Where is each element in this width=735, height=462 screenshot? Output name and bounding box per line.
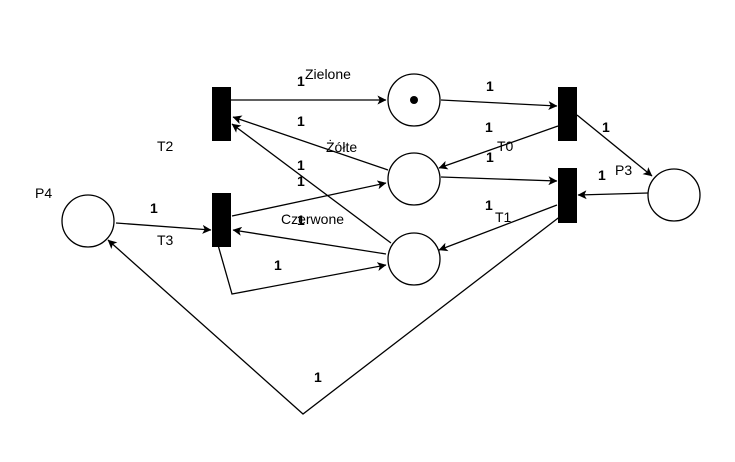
- arc-czerwone-t3: [232, 226, 387, 255]
- arc-p3-t1: [577, 190, 649, 200]
- label-t3: T3: [157, 232, 174, 248]
- weight-t3-zolte: 1: [297, 173, 305, 189]
- arc-t1-czerwone: [438, 204, 558, 252]
- label-t2: T2: [157, 138, 174, 154]
- arc-zielone-t0: [440, 99, 558, 111]
- label-t1: T1: [495, 209, 512, 225]
- arc-p4-t3: [115, 222, 212, 234]
- arc-czerwone-t2: [231, 123, 392, 244]
- place-zolte: [387, 152, 441, 206]
- arc-zolte-t2: [232, 115, 389, 171]
- weight-zolte-t1: 1: [486, 149, 494, 165]
- arc-t1-p4: [107, 211, 567, 415]
- weight-t1-czerwone: 1: [485, 197, 493, 213]
- label-p3: P3: [615, 162, 632, 178]
- token-zielone: [410, 96, 418, 104]
- place-p3: [647, 168, 701, 222]
- label-p4: P4: [35, 185, 52, 201]
- weight-zielone-t0: 1: [486, 78, 494, 94]
- weight-zolte-t2: 1: [297, 113, 305, 129]
- places: [61, 73, 701, 286]
- place-czerwone: [387, 232, 441, 286]
- transition-t3: [212, 193, 231, 247]
- transition-t0: [558, 87, 577, 141]
- weight-czerwone-t3: 1: [297, 212, 305, 228]
- arc-t3-zolte: [231, 180, 387, 217]
- label-czerwone: Czerwone: [281, 211, 344, 227]
- transitions: [212, 87, 577, 247]
- label-t0: T0: [497, 138, 514, 154]
- arc-t0-zolte: [438, 125, 559, 170]
- arc-t3-czerwone: [217, 244, 387, 295]
- weight-p3-t1: 1: [598, 167, 606, 183]
- arc-weights: 1 1 1 1 1 1 1 1 1 1 1 1 1 1: [150, 73, 610, 385]
- weight-t1-p4: 1: [314, 369, 322, 385]
- arc-t0-p3: [576, 114, 653, 177]
- weight-p4-t3: 1: [150, 200, 158, 216]
- label-zolte: Żółte: [326, 138, 357, 155]
- weight-t0-zolte: 1: [485, 119, 493, 135]
- arc-zolte-t1: [440, 176, 558, 186]
- weight-t3-czerwone: 1: [274, 257, 282, 273]
- label-zielone: Zielone: [305, 66, 351, 82]
- transition-t1: [558, 168, 577, 223]
- place-p4: [61, 194, 115, 248]
- weight-t0-p3: 1: [602, 119, 610, 135]
- arcs: [107, 95, 653, 415]
- weight-t2-zielone: 1: [297, 73, 305, 89]
- weight-czerwone-t2: 1: [297, 157, 305, 173]
- transition-t2: [212, 87, 231, 141]
- labels: Zielone Żółte Czerwone P3 P4 T0 T1 T2 T3: [35, 66, 632, 248]
